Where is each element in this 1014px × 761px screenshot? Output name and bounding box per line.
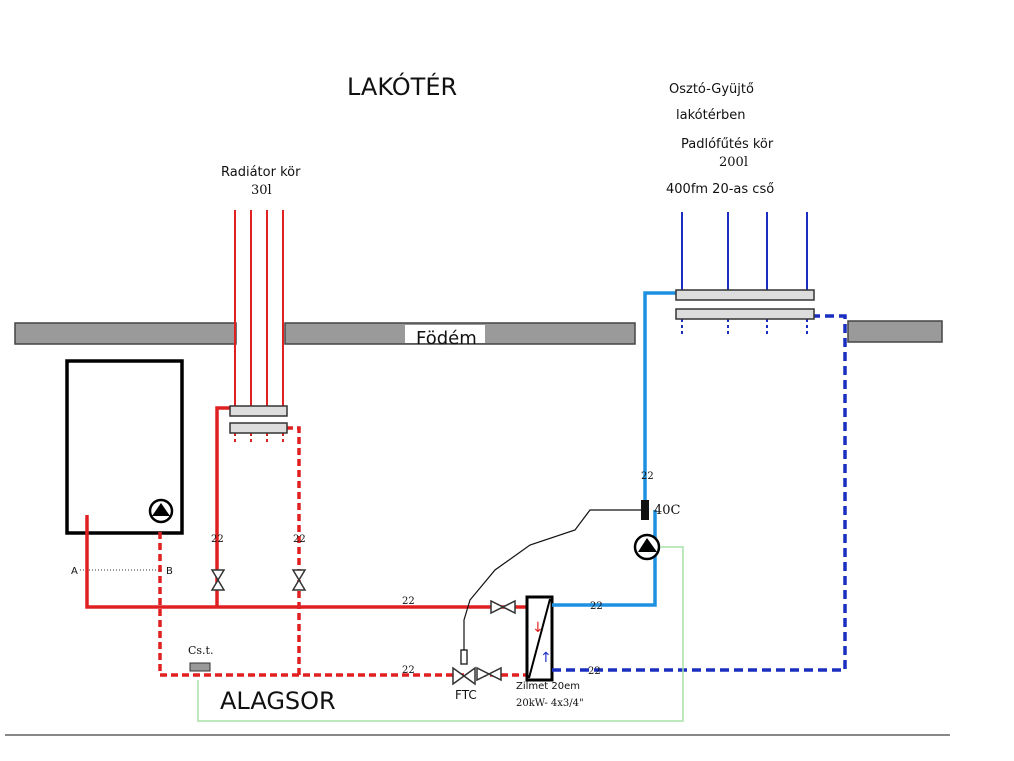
svg-text:22: 22 (402, 596, 415, 607)
svg-text:22: 22 (588, 666, 601, 677)
safety-valve-label: Cs.t. (188, 644, 213, 657)
valve-icons (210, 569, 516, 686)
slab-label: Födém (416, 328, 477, 349)
radiator-circuit-label: Radiátor kör (221, 165, 301, 180)
sensor-temp-label: 40C (654, 503, 681, 518)
svg-text:22: 22 (590, 601, 603, 612)
exchanger-spec: 20kW- 4x3/4" (516, 698, 584, 709)
up-arrow-icon: ↑ (540, 650, 552, 666)
manifold-title: Osztó-Gyüjtő (669, 82, 754, 97)
floor-supply-riser (643, 291, 676, 505)
svg-text:22: 22 (402, 665, 415, 676)
svg-text:22: 22 (211, 534, 224, 545)
point-b-label: B (166, 566, 173, 577)
radiator-volume-label: 30l (251, 183, 272, 198)
living-space-title: LAKÓTÉR (347, 71, 457, 101)
floor-heating-label: Padlófűtés kör (681, 137, 774, 152)
basement-title: ALAGSOR (220, 687, 336, 715)
radiator-manifold (229, 405, 288, 434)
safety-valve (189, 662, 211, 672)
pipe-size-labels: 22 22 22 22 22 22 22 (211, 471, 654, 677)
floor-loops (681, 212, 808, 335)
ftc-label: FTC (455, 688, 477, 702)
plate-heat-exchanger: ↓ ↑ (525, 595, 554, 682)
radiator-return-pipe (158, 426, 527, 677)
slab-label-bg (405, 325, 485, 343)
point-a-label: A (71, 566, 78, 577)
floor-pump-icon (633, 533, 661, 561)
boiler-pump-icon (148, 498, 174, 524)
control-wire (197, 546, 684, 722)
floor-return-pipe (552, 314, 847, 672)
floor-heating-volume: 200l (719, 155, 748, 170)
exchanger-name: Zilmet 20em (516, 681, 580, 692)
down-arrow-icon: ↓ (532, 620, 544, 636)
svg-text:22: 22 (293, 534, 306, 545)
sensor-wire (463, 509, 642, 650)
temperature-sensor (641, 500, 649, 520)
manifold-location: lakótérben (676, 108, 746, 123)
pipe-spec-label: 400fm 20-as cső (666, 182, 774, 197)
radiator-supply-pipe (85, 210, 527, 609)
boiler (65, 359, 184, 535)
floor-manifold (675, 289, 815, 320)
svg-text:22: 22 (641, 471, 654, 482)
